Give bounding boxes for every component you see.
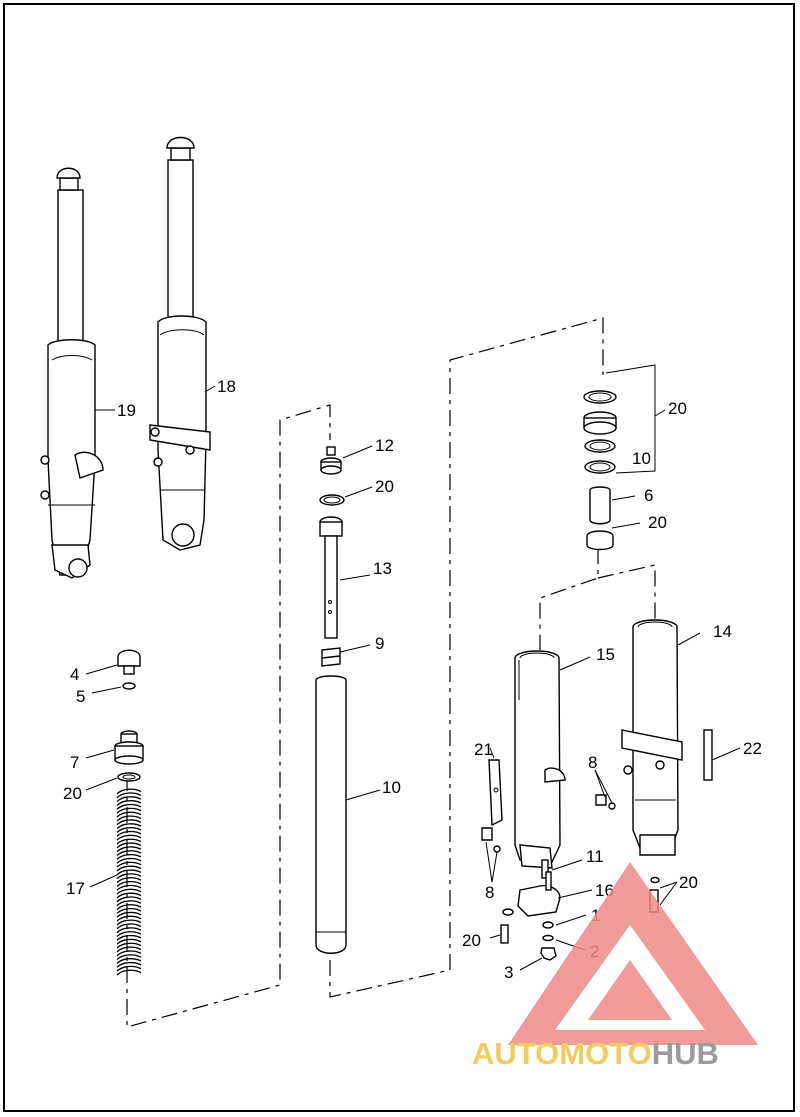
watermark-brand-hub: HUB (652, 1036, 719, 1071)
spring-coil (116, 842, 142, 849)
callout-15: 15 (596, 645, 615, 664)
fork-slider-15 (514, 650, 566, 879)
spring-coil (116, 915, 142, 922)
spring-coil (116, 958, 142, 964)
damper-components (315, 446, 347, 954)
spring-coil (116, 961, 142, 968)
callout-6: 6 (644, 486, 653, 505)
spring-coil (116, 869, 142, 876)
watermark-triangle-icon (508, 862, 758, 1045)
spring-coil (116, 923, 142, 930)
assembly-lines (126, 317, 656, 1028)
spring-coil (116, 954, 142, 961)
callouts: 19 18 12 20 13 9 10 4 5 7 20 17 20 10 6 … (63, 377, 762, 982)
spring-coil (116, 803, 142, 810)
spring-coil (116, 888, 142, 895)
fork-slider-14 (621, 619, 683, 856)
callout-22: 22 (743, 739, 762, 758)
spring-coil (116, 834, 142, 841)
callout-11: 11 (586, 847, 604, 866)
spring-coil (116, 965, 142, 972)
callout-19: 19 (117, 401, 136, 420)
callout-21: 21 (474, 740, 493, 759)
spring-coil (116, 892, 142, 899)
callout-10-tube: 10 (382, 778, 401, 797)
spring-coil (116, 934, 142, 941)
small-hardware (481, 794, 660, 961)
spring-coil (116, 877, 142, 883)
callout-8-right: 8 (588, 753, 597, 772)
spring-coil (116, 819, 142, 826)
spring-coil (116, 850, 142, 857)
callout-17: 17 (66, 879, 85, 898)
spring-coil (116, 881, 142, 887)
spring-coil (116, 815, 142, 822)
spring-coil (116, 884, 142, 891)
spring-coil (116, 900, 142, 907)
callout-20-bolt-left: 20 (462, 931, 481, 950)
callout-20-seal: 20 (648, 513, 667, 532)
spring-coil (116, 796, 142, 803)
spring-coil (116, 927, 142, 934)
watermark-brand-main: AUTOMOTO (472, 1036, 652, 1071)
callout-9: 9 (375, 634, 384, 653)
spring-coil (116, 931, 142, 937)
spring-coil (116, 838, 142, 845)
callout-3: 3 (504, 963, 513, 982)
bracket-21 (488, 759, 503, 827)
fork-spring-17 (116, 788, 142, 976)
callout-8-left: 8 (485, 883, 494, 902)
spring-coil (116, 830, 142, 837)
spring-coil (116, 904, 142, 910)
spring-coil (116, 865, 142, 872)
callout-13: 13 (373, 559, 392, 578)
callout-20-ring: 20 (375, 477, 394, 496)
callout-10-bushing: 10 (632, 449, 651, 468)
spring-coil (116, 857, 142, 864)
spring-coil (116, 873, 142, 880)
spring-coil (116, 788, 142, 795)
spring-coil (116, 800, 142, 806)
reflector-22 (703, 729, 713, 781)
spring-coil (116, 811, 142, 818)
leader-lines (85, 364, 741, 971)
spring-coil (116, 942, 142, 949)
callout-20-bolt-right: 20 (679, 873, 698, 892)
callout-5: 5 (76, 687, 85, 706)
fork-assembly-18 (149, 136, 211, 551)
spring-coil (116, 908, 142, 914)
spring-coil (116, 950, 142, 957)
spring-coil (116, 896, 142, 903)
callout-7: 7 (70, 753, 79, 772)
spring-coil (116, 911, 142, 918)
spring-coil (116, 938, 142, 945)
spring-coil (116, 861, 142, 868)
watermark-logo: AUTOMOTOHUB (472, 862, 758, 1071)
spring-coil (116, 823, 142, 830)
spring-coil (116, 946, 142, 953)
watermark-inner-triangle-icon (588, 960, 672, 1020)
spring-coil (116, 846, 142, 853)
callout-20-washer: 20 (63, 784, 82, 803)
spring-coil (116, 792, 142, 799)
callout-14: 14 (713, 622, 732, 641)
svg-text:AUTOMOTOHUB: AUTOMOTOHUB (472, 1036, 719, 1071)
spring-coil (116, 807, 142, 814)
spring-coil (116, 827, 142, 833)
spring-components (114, 649, 144, 976)
spring-coil (116, 969, 142, 976)
spring-coil (116, 919, 142, 926)
callout-18: 18 (217, 377, 236, 396)
callout-20-stack: 20 (668, 399, 687, 418)
bushing-stack (583, 390, 617, 551)
fork-assembly-19 (40, 167, 104, 579)
callout-12: 12 (375, 436, 394, 455)
spring-coil (116, 854, 142, 860)
callout-4: 4 (70, 665, 79, 684)
diagram-frame (3, 3, 795, 1112)
